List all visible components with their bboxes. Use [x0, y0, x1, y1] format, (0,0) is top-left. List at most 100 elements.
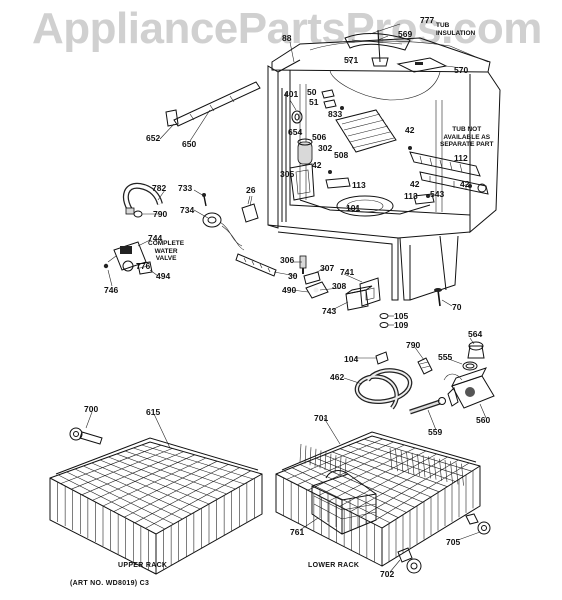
callout-306: 306: [280, 255, 295, 265]
callout-112: 112: [454, 153, 468, 163]
callout-777: 777: [420, 15, 435, 25]
callout-705: 705: [446, 537, 461, 547]
callout-560: 560: [476, 415, 491, 425]
callout-569: 569: [398, 29, 413, 39]
upper-rack: [49, 437, 263, 575]
callout-564: 564: [468, 329, 483, 339]
part-26-bracket: [241, 195, 259, 223]
part-652-clip: [165, 109, 179, 127]
note-tub-not-available: TUB NOT AVAILABLE AS SEPARATE PART: [440, 126, 494, 148]
screws: [328, 146, 472, 198]
part-112-rail: [409, 151, 481, 177]
callout-654: 654: [288, 127, 303, 137]
callout-761: 761: [290, 527, 305, 537]
callout-70: 70: [452, 302, 462, 312]
callout-105: 105: [394, 311, 409, 321]
callout-833: 833: [328, 109, 343, 119]
part-302-cylinder: [297, 138, 313, 165]
detergent-dispenser: [335, 109, 397, 153]
water-valve: [103, 241, 153, 275]
callout-734: 734: [180, 205, 195, 215]
callout-50: 50: [307, 87, 317, 97]
callout-702: 702: [380, 569, 395, 579]
tub: [267, 37, 501, 301]
callout-508: 508: [334, 150, 349, 160]
part-30-element: [235, 253, 277, 277]
callout-462: 462: [330, 372, 345, 382]
callout-101: 101: [346, 203, 361, 213]
part-733-screw: [202, 193, 207, 207]
caption-upper-rack: UPPER RACK: [118, 562, 168, 569]
callout-305: 305: [280, 169, 295, 179]
callout-490: 490: [282, 285, 297, 295]
callout-42d: 42: [460, 179, 470, 189]
callout-790b: 790: [406, 340, 421, 350]
callout-776: 776: [136, 261, 151, 271]
callout-746: 746: [104, 285, 119, 295]
part-104: [375, 351, 389, 365]
callout-51: 51: [309, 97, 319, 107]
note-complete-water-valve: COMPLETE WATER VALVE: [148, 240, 185, 262]
part-741-bracket: [359, 277, 381, 307]
callout-571: 571: [344, 55, 359, 65]
part-743-block: [345, 285, 373, 311]
part-734-switch: [202, 212, 245, 251]
callout-790a: 790: [153, 209, 168, 219]
callout-113b: 113: [404, 191, 418, 201]
callout-104: 104: [344, 354, 359, 364]
watermark: AppliancePartsPros.com: [32, 4, 542, 53]
part-790-clamp-left: [133, 210, 143, 218]
part-401-654: [289, 99, 303, 124]
callout-302: 302: [318, 143, 333, 153]
callout-701: 701: [314, 413, 329, 423]
callout-88: 88: [282, 33, 292, 43]
part-782-hose: [122, 182, 163, 215]
part-105-109-washers: [379, 313, 389, 328]
callout-109: 109: [394, 320, 409, 330]
part-305-bracket: [289, 163, 315, 201]
callout-113a: 113: [352, 180, 366, 190]
part-700-roller: [69, 427, 103, 445]
part-70-leg: [434, 288, 442, 307]
part-555-seal: [462, 361, 478, 371]
part-560-pump: [443, 367, 495, 409]
part-113-bracket: [325, 177, 435, 205]
part-570-vent: [396, 57, 463, 73]
lower-rack: [275, 431, 481, 567]
caption-lower-rack: LOWER RACK: [308, 562, 360, 569]
callout-744: 744: [148, 233, 163, 243]
caption-art-no: (ART NO. WD8019) C3: [70, 580, 150, 587]
callout-559: 559: [428, 427, 443, 437]
part-790-clamp-right: [417, 357, 433, 375]
callout-42a: 42: [405, 125, 415, 135]
part-564-cap: [467, 341, 485, 359]
vent-parts: [321, 89, 344, 110]
callout-652: 652: [146, 133, 161, 143]
part-702-rollers: [397, 547, 422, 574]
callout-42b: 42: [312, 160, 322, 170]
note-tub-insulation: TUB INSULATION: [436, 22, 476, 37]
callout-42c: 42: [410, 179, 420, 189]
part-559-tube: [409, 397, 446, 415]
callout-743: 743: [322, 306, 337, 316]
part-306: [299, 255, 307, 274]
callout-307: 307: [320, 263, 335, 273]
part-307-308-490: [303, 271, 329, 299]
callout-555: 555: [438, 352, 453, 362]
callout-741: 741: [340, 267, 355, 277]
callout-650: 650: [182, 139, 197, 149]
part-705-roller: [465, 513, 491, 535]
callout-494: 494: [156, 271, 171, 281]
callout-401: 401: [284, 89, 299, 99]
part-650-seal: [173, 81, 261, 127]
part-761-basket: [311, 470, 377, 535]
callout-30: 30: [288, 271, 298, 281]
callout-570: 570: [454, 65, 469, 75]
callout-782: 782: [152, 183, 167, 193]
callout-506: 506: [312, 132, 327, 142]
callout-733: 733: [178, 183, 193, 193]
callout-543: 543: [430, 189, 445, 199]
callout-26: 26: [246, 185, 256, 195]
